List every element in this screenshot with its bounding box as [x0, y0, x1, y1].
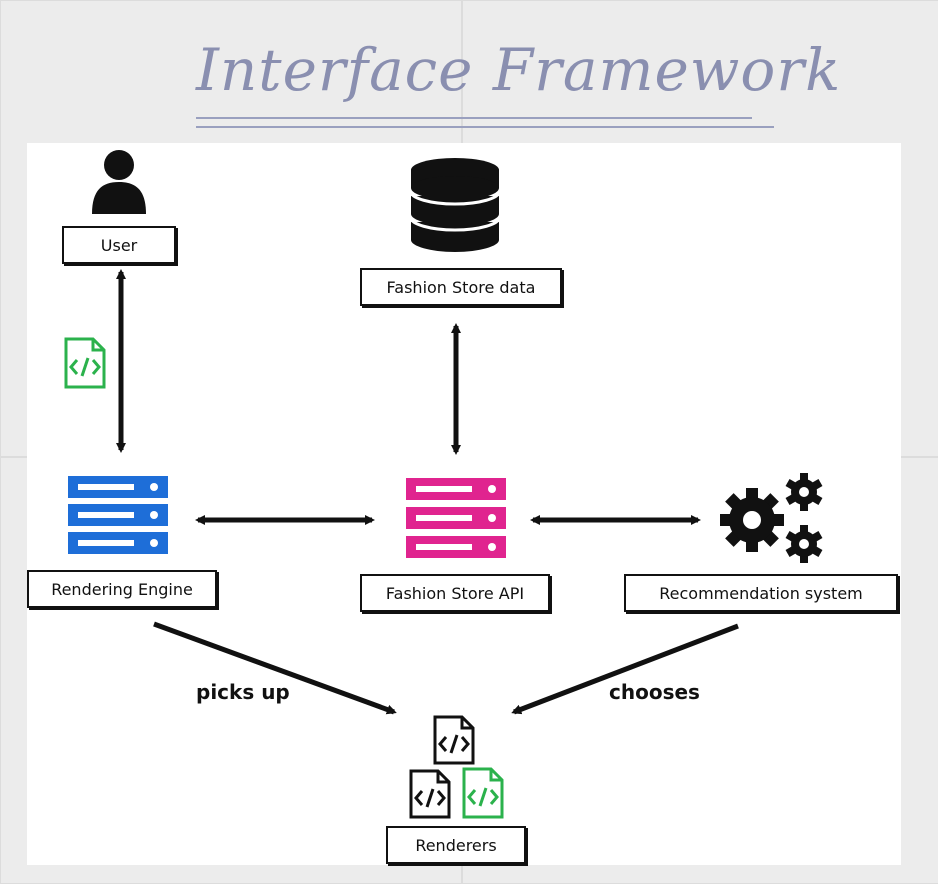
title-underline [196, 126, 774, 128]
code-file-icon [433, 715, 475, 765]
node-recommendation-system: Recommendation system [624, 574, 898, 612]
node-rendering-engine: Rendering Engine [27, 570, 217, 608]
node-fashion-store-data: Fashion Store data [360, 268, 562, 306]
code-file-icon [409, 769, 451, 819]
edge-label-chooses: chooses [609, 680, 700, 704]
database-icon [409, 158, 501, 252]
arrow-chooses [511, 623, 739, 715]
title-underline [196, 117, 752, 119]
node-renderers: Renderers [386, 826, 526, 864]
diagram-title: Interface Framework [196, 36, 842, 104]
edge-label-picks-up: picks up [196, 680, 290, 704]
code-file-icon [64, 337, 106, 389]
code-file-icon [462, 767, 504, 819]
server-icon [406, 478, 506, 558]
arrow-picks-up [153, 621, 397, 715]
node-user: User [62, 226, 176, 264]
server-icon [68, 476, 168, 554]
node-fashion-store-api: Fashion Store API [360, 574, 550, 612]
gears-icon [720, 473, 823, 563]
user-icon [92, 150, 146, 214]
